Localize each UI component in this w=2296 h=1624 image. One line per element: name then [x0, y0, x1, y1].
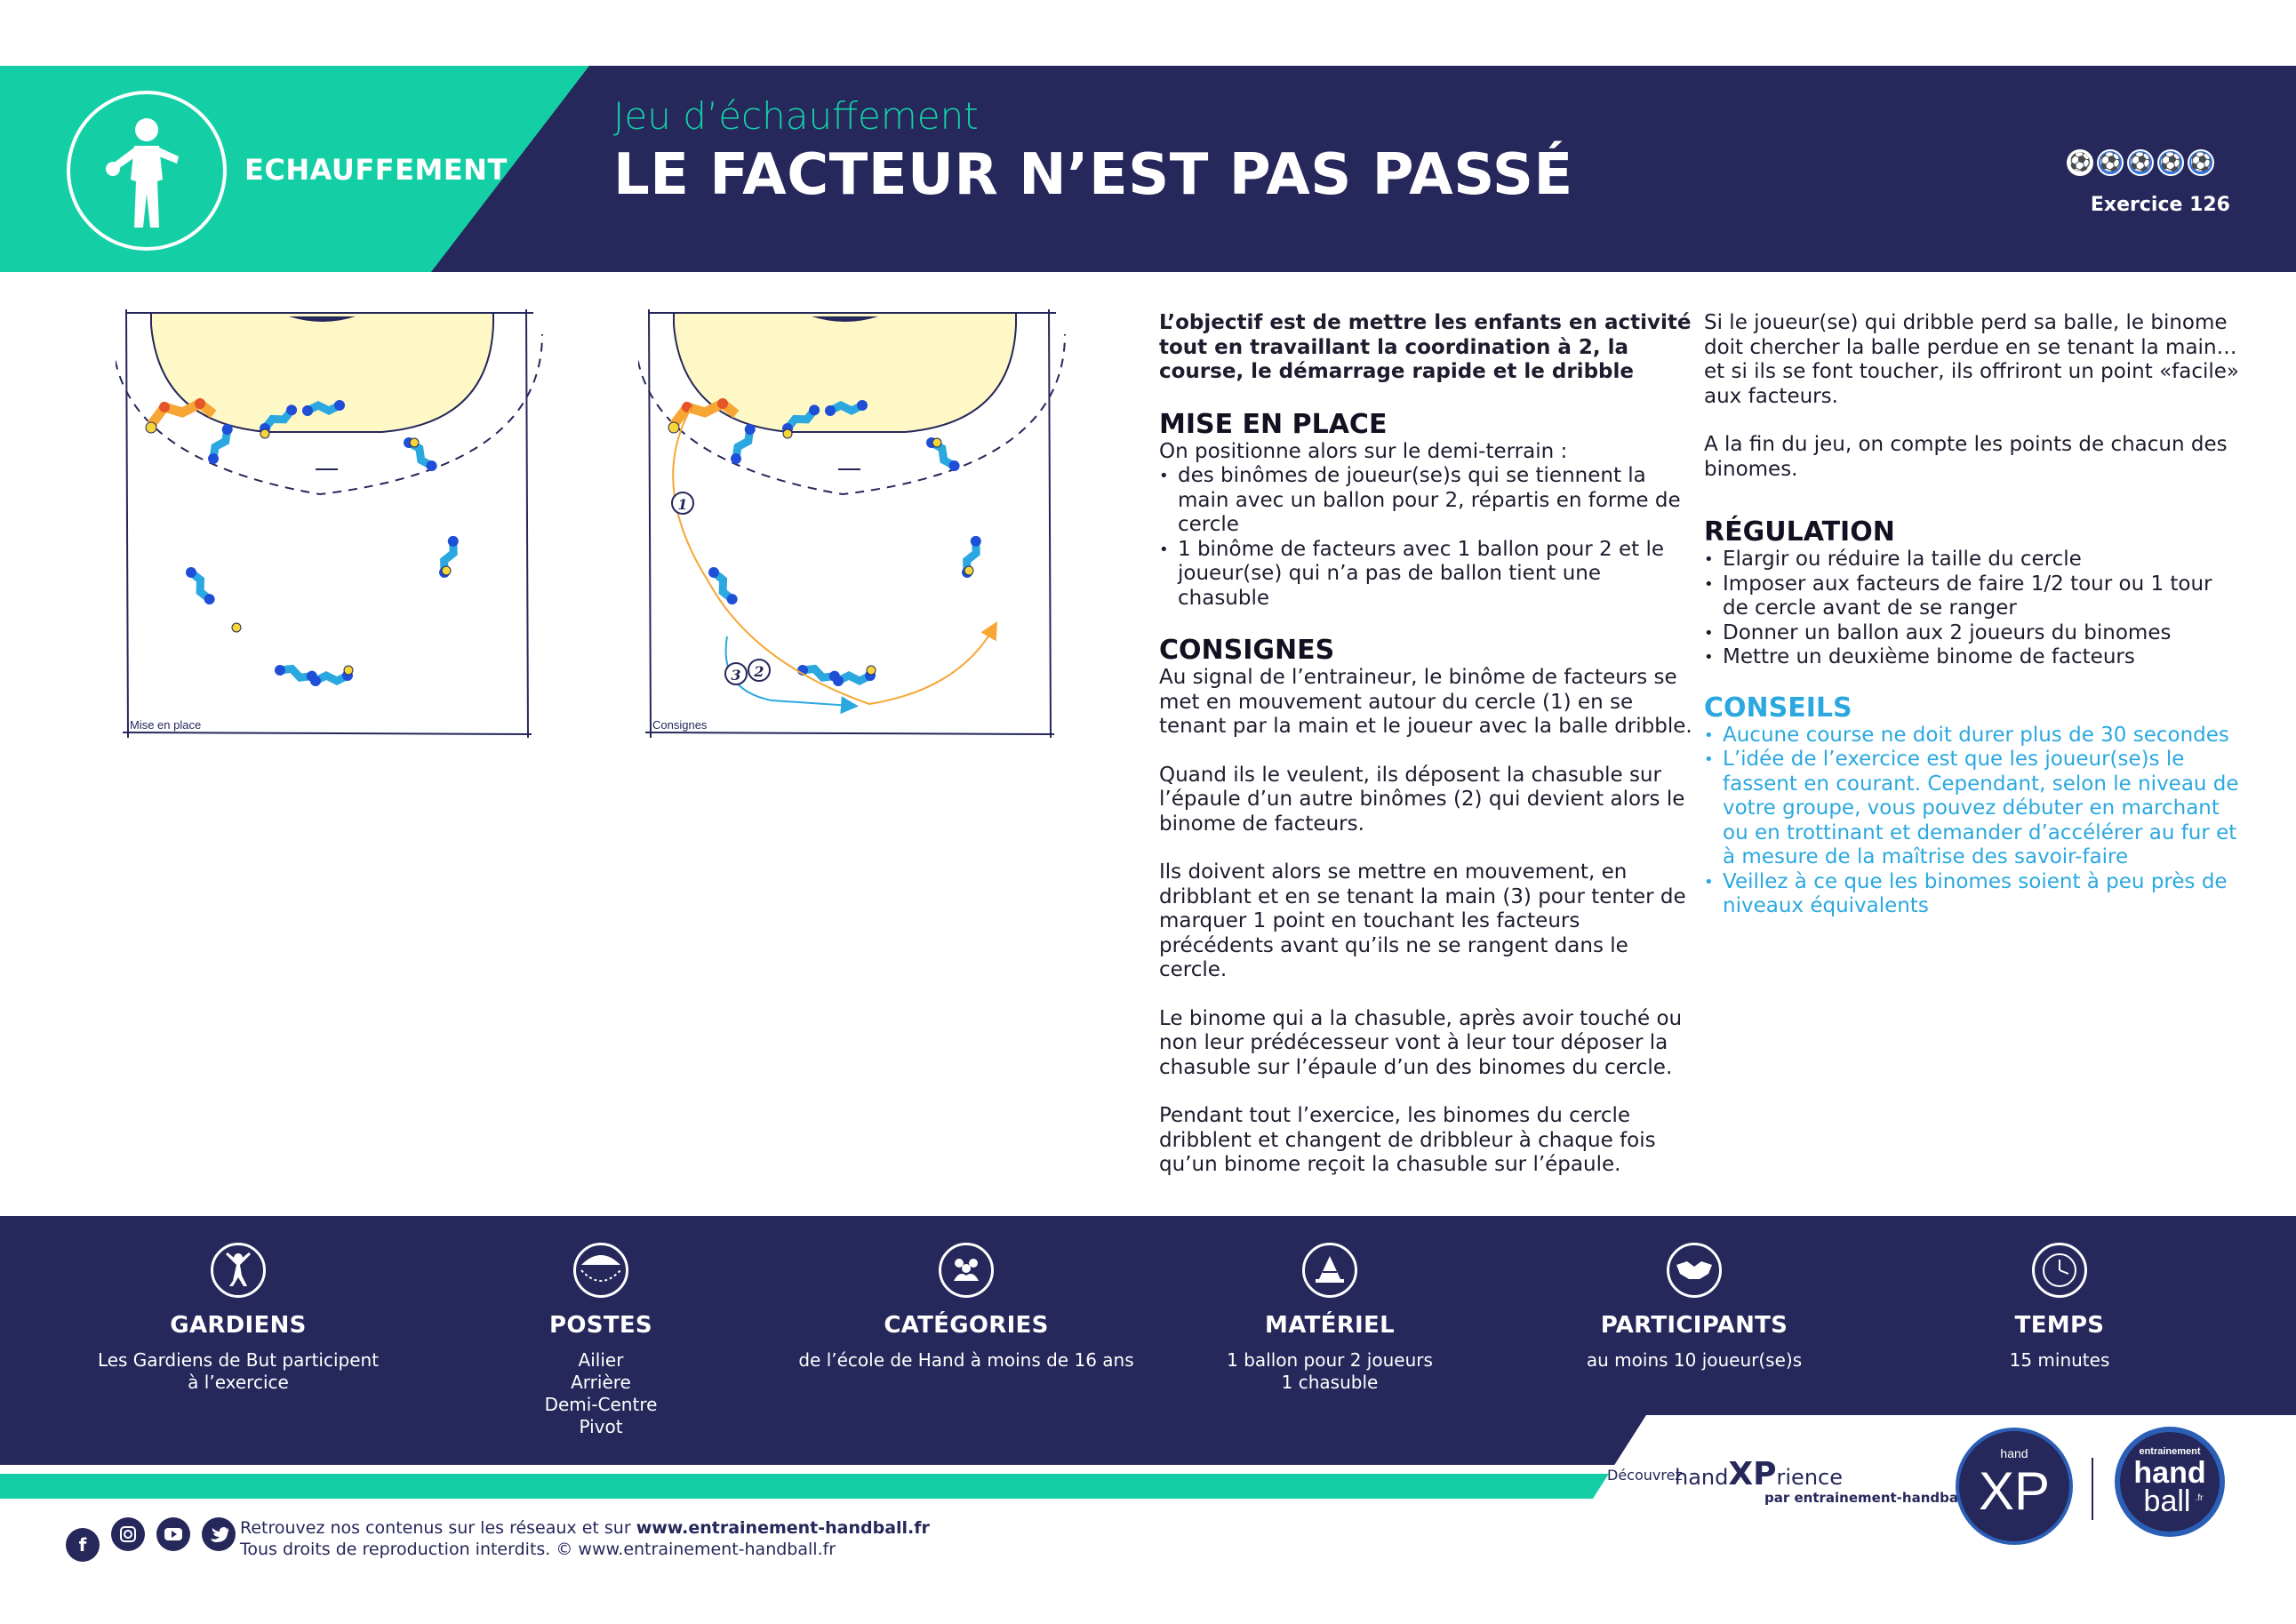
lost-ball-paragraph: Si le joueur(se) qui dribble perd sa bal…: [1704, 311, 2239, 408]
setup-text: On positionne alors sur le demi-terrain …: [1159, 439, 1568, 463]
setup-heading: MISE EN PLACE: [1159, 408, 1388, 440]
cone-icon: [1302, 1243, 1357, 1298]
postmen-run-arrow: [672, 406, 997, 706]
svg-text:ball: ball: [2144, 1484, 2191, 1518]
instagram-icon[interactable]: [111, 1517, 146, 1551]
marker-1: 1: [671, 492, 694, 515]
category-label: ECHAUFFEMENT: [244, 153, 508, 187]
marker-3: 3: [724, 662, 748, 685]
right-text-column: Si le joueur(se) qui dribble perd sa bal…: [1704, 311, 2242, 919]
objective-intro: L’objectif est de mettre les enfants en …: [1159, 311, 1692, 383]
regulation-list: Elargir ou réduire la taille du cercle I…: [1704, 548, 2242, 670]
postmen-pair: [145, 397, 217, 434]
header-banner: ECHAUFFEMENT Jeu d’échauffement LE FACTE…: [0, 66, 2296, 272]
info-categories: CATÉGORIES de l’école de Hand à moins de…: [780, 1243, 1153, 1372]
setup-diagram: Mise en place: [116, 308, 564, 740]
goalkeeper-icon: [211, 1243, 266, 1298]
list-item: 1 binôme de facteurs avec 1 ballon pour …: [1159, 538, 1692, 612]
svg-text:1: 1: [677, 496, 687, 513]
handxp-logo[interactable]: hand XP: [1952, 1424, 2076, 1548]
logo-divider: [2092, 1458, 2093, 1520]
regulation-heading: RÉGULATION: [1704, 516, 1895, 548]
difficulty-ball-icon: ⚽: [2067, 149, 2093, 176]
youtube-icon[interactable]: [156, 1517, 191, 1551]
list-item: Donner un ballon aux 2 joueurs du binome…: [1704, 621, 2242, 646]
svg-text:entrainement: entrainement: [2139, 1446, 2200, 1457]
svg-text:hand: hand: [2000, 1446, 2028, 1460]
facebook-icon[interactable]: f: [66, 1528, 100, 1562]
svg-text:hand: hand: [2133, 1456, 2205, 1490]
tips-list: Aucune course ne doit durer plus de 30 s…: [1704, 724, 2242, 919]
svg-text:.fr: .fr: [2196, 1493, 2204, 1503]
athlete-icon: [67, 91, 227, 251]
svg-text:XP: XP: [1979, 1461, 2050, 1521]
promo-by: par entrainement-handball.fr: [1764, 1490, 1985, 1506]
list-item: Elargir ou réduire la taille du cercle: [1704, 548, 2242, 572]
promo-discover: Découvrez: [1607, 1467, 1683, 1484]
difficulty-ball-icon: ⚽: [2188, 149, 2214, 176]
difficulty-ball-icon: ⚽: [2157, 149, 2184, 176]
instructions-paragraph: Quand ils le veulent, ils déposent la ch…: [1159, 763, 1685, 836]
entrainement-handball-logo[interactable]: entrainement hand ball .fr: [2112, 1424, 2228, 1540]
postmen-pair: [668, 397, 740, 434]
rules-diagram-label: Consignes: [652, 718, 708, 732]
exercise-title: LE FACTEUR N’EST PAS PASSÉ: [613, 142, 1573, 208]
exercise-number: Exercice 126: [2090, 194, 2230, 216]
scoring-paragraph: A la fin du jeu, on compte les points de…: [1704, 433, 2228, 481]
setup-diagram-label: Mise en place: [130, 718, 201, 732]
difficulty-ball-icon: ⚽: [2097, 149, 2124, 176]
rules-diagram: 1 2 3 Consignes: [638, 308, 1087, 740]
list-item: des binômes de joueur(se)s qui se tienne…: [1159, 464, 1692, 538]
twitter-icon[interactable]: [202, 1517, 236, 1551]
info-duration: TEMPS 15 minutes: [1873, 1243, 2246, 1372]
promo-shape: [1575, 1415, 2296, 1522]
exercise-subtitle: Jeu d’échauffement: [613, 94, 979, 138]
marker-2: 2: [748, 659, 771, 682]
svg-text:3: 3: [731, 667, 740, 684]
players-group-icon: [939, 1243, 994, 1298]
instructions-paragraph: Ils doivent alors se mettre en mouvement…: [1159, 860, 1686, 981]
setup-list: des binômes de joueur(se)s qui se tienne…: [1159, 464, 1692, 611]
difficulty-ball-icon: ⚽: [2127, 149, 2154, 176]
list-item: Veillez à ce que les binomes soient à pe…: [1704, 870, 2242, 919]
positions-icon: [573, 1243, 628, 1298]
list-item: L’idée de l’exercice est que les joueur(…: [1704, 748, 2242, 870]
tips-heading: CONSEILS: [1704, 692, 1852, 724]
handshake-icon: [1667, 1243, 1722, 1298]
promo-brand: handXPrience: [1675, 1456, 1843, 1492]
instructions-paragraph: Pendant tout l’exercice, les binomes du …: [1159, 1104, 1656, 1176]
svg-text:2: 2: [753, 663, 764, 680]
website-link[interactable]: www.entrainement-handball.fr: [636, 1518, 930, 1538]
footer-text: Retrouvez nos contenus sur les réseaux e…: [240, 1518, 930, 1559]
list-item: Imposer aux facteurs de faire 1/2 tour o…: [1704, 572, 2242, 621]
list-item: Mettre un deuxième binome de facteurs: [1704, 645, 2242, 670]
instructions-paragraph: Le binome qui a la chasuble, après avoir…: [1159, 1006, 1683, 1079]
list-item: Aucune course ne doit durer plus de 30 s…: [1704, 724, 2242, 748]
social-links: f: [66, 1517, 243, 1562]
clock-icon: [2032, 1243, 2087, 1298]
difficulty-rating: ⚽⚽⚽⚽⚽: [2067, 149, 2218, 180]
middle-text-column: L’objectif est de mettre les enfants en …: [1159, 311, 1692, 1202]
instructions-heading: CONSIGNES: [1159, 635, 1335, 666]
instructions-paragraph: Au signal de l’entraineur, le binôme de …: [1159, 666, 1692, 738]
info-goalkeepers: GARDIENS Les Gardiens de But participent…: [52, 1243, 425, 1394]
info-participants: PARTICIPANTS au moins 10 joueur(se)s: [1508, 1243, 1881, 1372]
